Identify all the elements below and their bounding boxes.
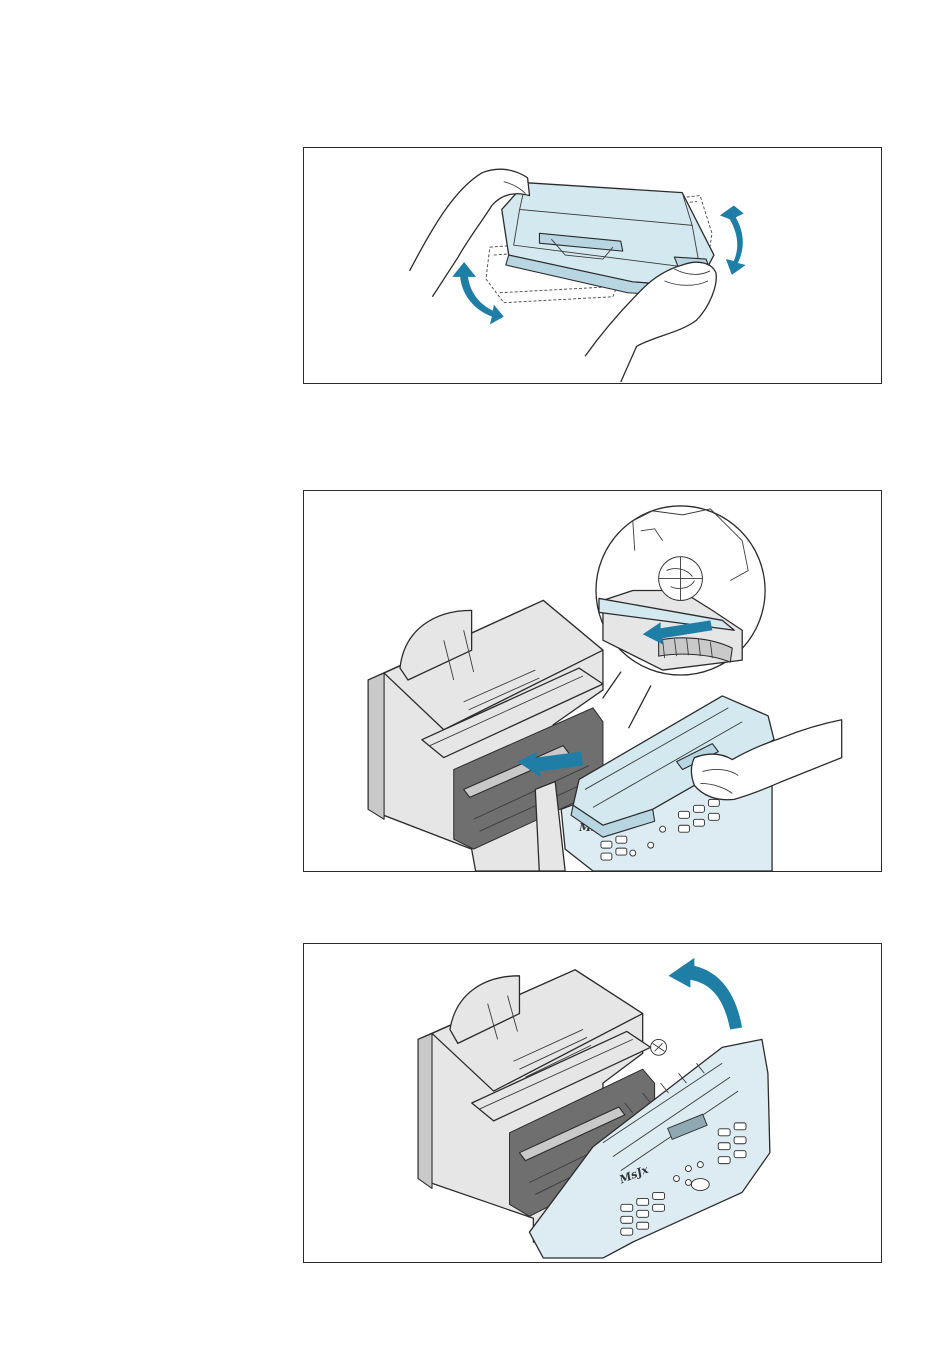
illustration-close-cover: MsJx: [304, 944, 881, 1262]
curved-arrow-icon: [452, 262, 504, 324]
figure-close-cover: MsJx: [303, 943, 882, 1263]
illustration-shake-cartridge: [304, 148, 881, 383]
detail-callout: [596, 506, 765, 728]
figure-insert-cartridge: MsJx: [303, 490, 882, 872]
curved-arrow-icon: [669, 958, 743, 1030]
curved-arrow-icon: [720, 206, 746, 275]
figure-shake-cartridge: [303, 147, 882, 384]
illustration-insert-cartridge: MsJx: [304, 491, 881, 871]
